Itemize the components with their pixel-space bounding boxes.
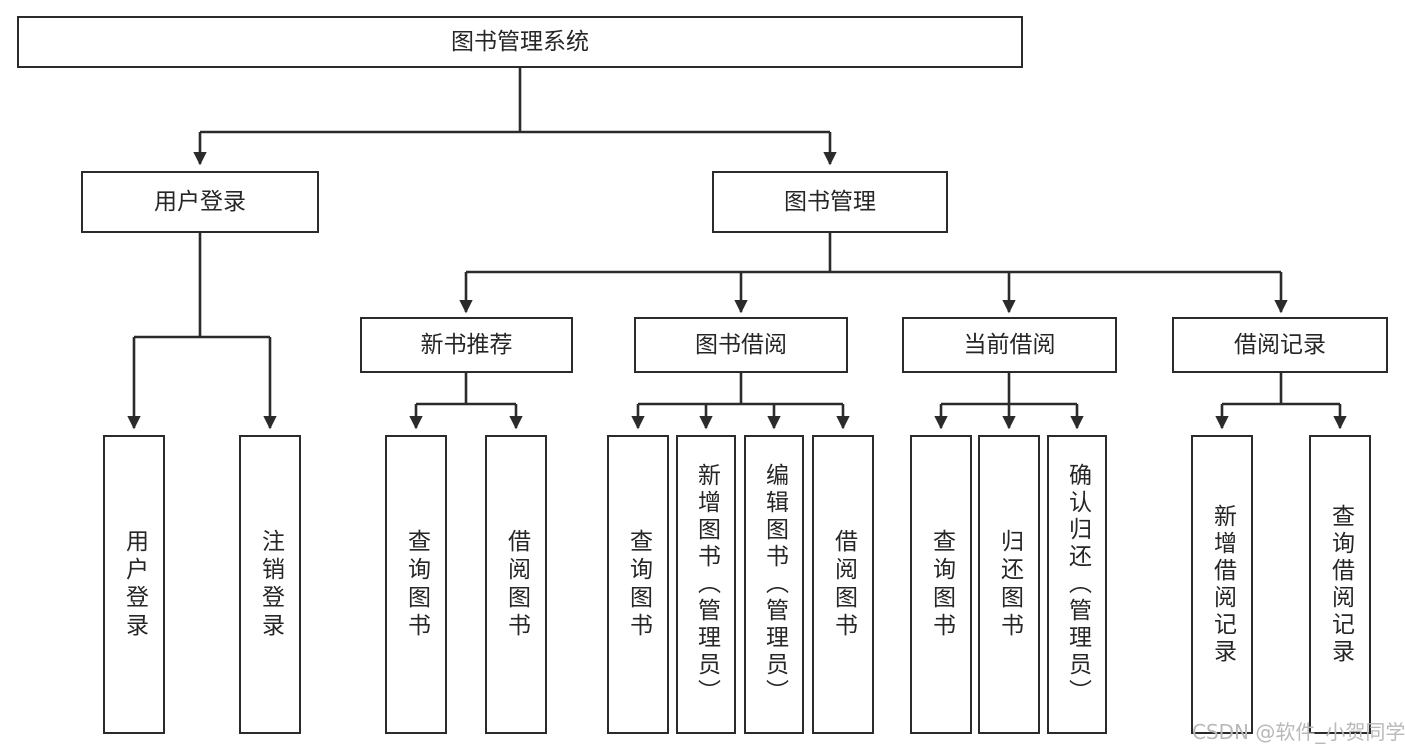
node-leaf-add-book[interactable]: 新增图书（管理员） <box>676 435 736 734</box>
node-leaf-user-login[interactable]: 用户登录 <box>103 435 165 734</box>
node-leaf-confirm-return-label: 确认归还（管理员） <box>1064 463 1091 706</box>
node-leaf-borrow-book-1-label: 借阅图书 <box>503 528 530 641</box>
node-book-manage[interactable]: 图书管理 <box>712 171 948 233</box>
node-current-borrow-label: 当前借阅 <box>963 331 1056 358</box>
node-book-borrow-label: 图书借阅 <box>695 331 787 358</box>
node-borrow-record[interactable]: 借阅记录 <box>1172 317 1388 373</box>
node-leaf-return-book-label: 归还图书 <box>996 528 1023 641</box>
node-leaf-query-book-3[interactable]: 查询图书 <box>910 435 972 734</box>
node-leaf-add-record[interactable]: 新增借阅记录 <box>1191 435 1253 734</box>
node-new-book-recommend[interactable]: 新书推荐 <box>360 317 573 373</box>
node-leaf-confirm-return[interactable]: 确认归还（管理员） <box>1047 435 1107 734</box>
node-leaf-query-record-label: 查询借阅记录 <box>1327 503 1354 666</box>
node-leaf-user-logout-label: 注销登录 <box>257 528 284 641</box>
node-root[interactable]: 图书管理系统 <box>17 16 1023 68</box>
node-leaf-return-book[interactable]: 归还图书 <box>978 435 1040 734</box>
node-user-login-label: 用户登录 <box>154 188 246 215</box>
node-book-borrow[interactable]: 图书借阅 <box>634 317 848 373</box>
node-leaf-query-record[interactable]: 查询借阅记录 <box>1309 435 1371 734</box>
node-leaf-borrow-book-2[interactable]: 借阅图书 <box>812 435 874 734</box>
node-leaf-user-login-label: 用户登录 <box>121 528 148 641</box>
node-book-manage-label: 图书管理 <box>784 188 876 215</box>
node-leaf-user-logout[interactable]: 注销登录 <box>239 435 301 734</box>
node-current-borrow[interactable]: 当前借阅 <box>902 317 1117 373</box>
node-leaf-borrow-book-2-label: 借阅图书 <box>830 528 857 641</box>
node-leaf-edit-book-label: 编辑图书（管理员） <box>761 463 788 706</box>
node-leaf-add-book-label: 新增图书（管理员） <box>693 463 720 706</box>
node-leaf-borrow-book-1[interactable]: 借阅图书 <box>485 435 547 734</box>
node-leaf-add-record-label: 新增借阅记录 <box>1209 503 1236 666</box>
node-new-book-recommend-label: 新书推荐 <box>420 331 513 358</box>
node-leaf-query-book-2[interactable]: 查询图书 <box>607 435 669 734</box>
node-leaf-edit-book[interactable]: 编辑图书（管理员） <box>744 435 804 734</box>
node-borrow-record-label: 借阅记录 <box>1234 331 1326 358</box>
node-leaf-query-book-2-label: 查询图书 <box>625 528 652 641</box>
node-leaf-query-book-1[interactable]: 查询图书 <box>385 435 447 734</box>
node-leaf-query-book-3-label: 查询图书 <box>928 528 955 641</box>
watermark-text: CSDN @软件_小贺同学 <box>1192 720 1405 744</box>
node-leaf-query-book-1-label: 查询图书 <box>403 528 430 641</box>
node-user-login[interactable]: 用户登录 <box>81 171 319 233</box>
node-root-label: 图书管理系统 <box>451 28 589 55</box>
